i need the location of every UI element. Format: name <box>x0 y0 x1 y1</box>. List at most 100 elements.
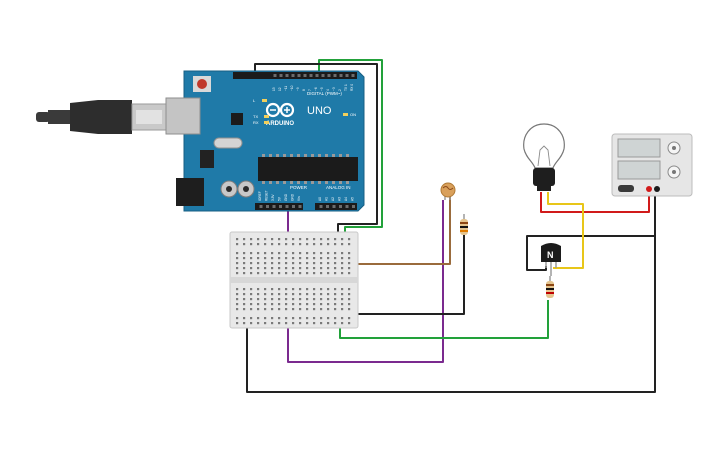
breadboard-hole[interactable] <box>341 322 344 325</box>
breadboard-hole[interactable] <box>320 293 323 296</box>
breadboard-hole[interactable] <box>292 317 295 320</box>
breadboard-hole[interactable] <box>306 303 309 306</box>
breadboard-hole[interactable] <box>320 257 323 260</box>
breadboard-hole[interactable] <box>299 293 302 296</box>
breadboard-hole[interactable] <box>236 272 239 275</box>
breadboard-hole[interactable] <box>250 322 253 325</box>
breadboard-hole[interactable] <box>264 243 267 246</box>
breadboard-hole[interactable] <box>264 267 267 270</box>
breadboard-hole[interactable] <box>292 243 295 246</box>
breadboard-hole[interactable] <box>320 322 323 325</box>
breadboard-hole[interactable] <box>264 298 267 301</box>
breadboard-hole[interactable] <box>285 238 288 241</box>
breadboard-hole[interactable] <box>320 303 323 306</box>
breadboard-hole[interactable] <box>257 272 260 275</box>
breadboard-hole[interactable] <box>264 238 267 241</box>
breadboard-hole[interactable] <box>243 308 246 311</box>
analog-pin[interactable] <box>332 205 336 208</box>
breadboard-hole[interactable] <box>236 317 239 320</box>
breadboard-hole[interactable] <box>271 298 274 301</box>
breadboard-hole[interactable] <box>236 243 239 246</box>
breadboard-hole[interactable] <box>327 303 330 306</box>
digital-pin[interactable] <box>291 74 295 77</box>
breadboard-hole[interactable] <box>236 267 239 270</box>
breadboard-hole[interactable] <box>327 272 330 275</box>
breadboard-hole[interactable] <box>313 303 316 306</box>
breadboard-hole[interactable] <box>299 288 302 291</box>
breadboard-hole[interactable] <box>292 298 295 301</box>
breadboard-hole[interactable] <box>243 238 246 241</box>
breadboard-hole[interactable] <box>348 257 351 260</box>
breadboard-hole[interactable] <box>257 257 260 260</box>
breadboard-hole[interactable] <box>264 288 267 291</box>
breadboard-hole[interactable] <box>313 322 316 325</box>
breadboard-hole[interactable] <box>341 317 344 320</box>
terminal-negative[interactable] <box>654 186 660 192</box>
analog-pin[interactable] <box>339 205 342 208</box>
breadboard-hole[interactable] <box>264 257 267 260</box>
digital-pin[interactable] <box>345 74 349 77</box>
breadboard-hole[interactable] <box>236 257 239 260</box>
breadboard-hole[interactable] <box>313 262 316 265</box>
breadboard-hole[interactable] <box>327 288 330 291</box>
breadboard-hole[interactable] <box>306 238 309 241</box>
breadboard-hole[interactable] <box>250 303 253 306</box>
breadboard-hole[interactable] <box>313 317 316 320</box>
breadboard-hole[interactable] <box>306 317 309 320</box>
breadboard-hole[interactable] <box>348 298 351 301</box>
breadboard-hole[interactable] <box>236 298 239 301</box>
breadboard-hole[interactable] <box>320 308 323 311</box>
breadboard-hole[interactable] <box>299 308 302 311</box>
breadboard-hole[interactable] <box>271 262 274 265</box>
breadboard-hole[interactable] <box>236 303 239 306</box>
breadboard-hole[interactable] <box>292 257 295 260</box>
breadboard-hole[interactable] <box>313 288 316 291</box>
breadboard-hole[interactable] <box>306 272 309 275</box>
breadboard-hole[interactable] <box>236 262 239 265</box>
breadboard-hole[interactable] <box>257 243 260 246</box>
breadboard-hole[interactable] <box>292 252 295 255</box>
breadboard-hole[interactable] <box>313 252 316 255</box>
breadboard-hole[interactable] <box>243 322 246 325</box>
breadboard-hole[interactable] <box>320 252 323 255</box>
breadboard-hole[interactable] <box>334 272 337 275</box>
breadboard-hole[interactable] <box>285 293 288 296</box>
breadboard-hole[interactable] <box>285 303 288 306</box>
digital-pin[interactable] <box>315 74 319 77</box>
digital-pin[interactable] <box>279 74 283 77</box>
breadboard-hole[interactable] <box>243 272 246 275</box>
breadboard-hole[interactable] <box>292 322 295 325</box>
breadboard-hole[interactable] <box>299 252 302 255</box>
breadboard-hole[interactable] <box>250 272 253 275</box>
breadboard-hole[interactable] <box>320 267 323 270</box>
breadboard-hole[interactable] <box>313 272 316 275</box>
power-switch[interactable] <box>618 185 634 192</box>
breadboard-hole[interactable] <box>250 252 253 255</box>
breadboard-hole[interactable] <box>341 262 344 265</box>
reset-button[interactable] <box>197 79 207 89</box>
breadboard-hole[interactable] <box>299 298 302 301</box>
breadboard-hole[interactable] <box>250 267 253 270</box>
breadboard-hole[interactable] <box>348 288 351 291</box>
breadboard-hole[interactable] <box>292 288 295 291</box>
wire-red-supply[interactable] <box>540 190 650 213</box>
breadboard-hole[interactable] <box>278 303 281 306</box>
resistor-2[interactable] <box>546 276 554 298</box>
breadboard-hole[interactable] <box>327 243 330 246</box>
analog-pin[interactable] <box>319 205 323 208</box>
breadboard-hole[interactable] <box>348 262 351 265</box>
power-pin[interactable] <box>285 205 289 208</box>
breadboard-hole[interactable] <box>327 252 330 255</box>
breadboard-hole[interactable] <box>348 238 351 241</box>
wire-green-digital[interactable] <box>318 59 383 240</box>
breadboard-hole[interactable] <box>285 257 288 260</box>
breadboard-hole[interactable] <box>271 272 274 275</box>
wire-yellow-collector[interactable] <box>547 192 584 269</box>
breadboard-hole[interactable] <box>327 238 330 241</box>
breadboard-hole[interactable] <box>327 298 330 301</box>
breadboard-hole[interactable] <box>236 252 239 255</box>
breadboard-hole[interactable] <box>264 293 267 296</box>
breadboard-hole[interactable] <box>299 317 302 320</box>
breadboard-hole[interactable] <box>306 298 309 301</box>
power-pin[interactable] <box>298 205 302 208</box>
